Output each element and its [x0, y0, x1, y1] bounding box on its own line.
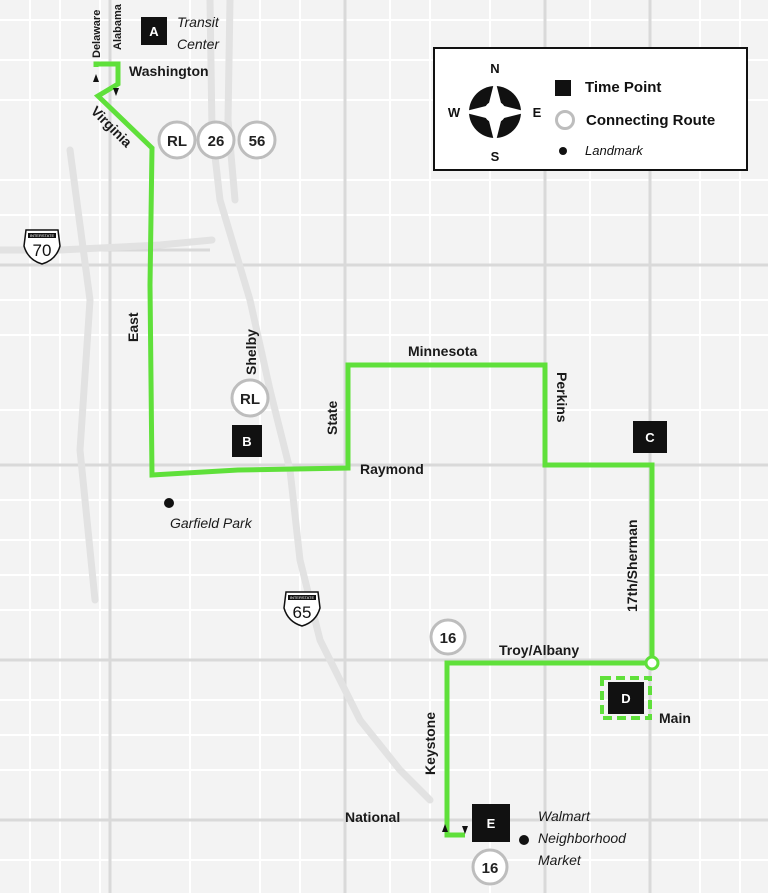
landmark-garfield-park: Garfield Park	[164, 498, 253, 531]
svg-text:W: W	[448, 105, 461, 120]
connecting-route-16-walmart: 16	[471, 848, 509, 886]
svg-text:Neighborhood: Neighborhood	[538, 830, 627, 846]
street-label-minnesota: Minnesota	[408, 343, 477, 359]
svg-text:S: S	[491, 149, 500, 164]
legend-time-point: Time Point	[555, 79, 661, 96]
svg-text:INTERSTATE: INTERSTATE	[30, 233, 55, 238]
time-point-a: A	[141, 17, 167, 45]
svg-text:B: B	[242, 434, 251, 449]
svg-text:Center: Center	[177, 36, 220, 52]
interstate-65-shield: INTERSTATE 65	[283, 591, 321, 627]
interstate-70-shield: INTERSTATE 70	[23, 229, 61, 265]
street-label-east: East	[125, 312, 141, 342]
landmark-transit-center: Transit Center	[177, 14, 220, 52]
street-label-washington: Washington	[129, 63, 209, 79]
legend-landmark: Landmark	[555, 143, 643, 158]
svg-text:Walmart: Walmart	[538, 808, 591, 824]
street-label-perkins: Perkins	[554, 372, 570, 423]
svg-text:RL: RL	[167, 133, 187, 150]
street-label-sherman: 17th/Sherman	[624, 519, 640, 612]
svg-text:E: E	[487, 816, 496, 831]
connecting-route-rl-shelby: RL	[230, 378, 270, 418]
landmark-swatch	[559, 146, 567, 155]
time-point-d: D	[608, 682, 644, 714]
route-direction-arrows	[93, 74, 468, 834]
svg-text:Garfield Park: Garfield Park	[170, 515, 253, 531]
svg-text:16: 16	[482, 860, 499, 877]
route-terminal-d	[600, 655, 660, 720]
legend-time-point-label: Time Point	[585, 79, 662, 96]
time-point-c: C	[633, 421, 667, 453]
street-label-troy-albany: Troy/Albany	[499, 642, 579, 658]
svg-text:56: 56	[249, 133, 266, 150]
time-point-b: B	[232, 425, 262, 457]
legend-connecting-route: Connecting Route	[555, 110, 715, 130]
svg-text:N: N	[490, 61, 499, 76]
svg-text:C: C	[645, 430, 655, 445]
connecting-route-56: 56	[237, 120, 277, 160]
street-label-shelby: Shelby	[243, 329, 259, 375]
connecting-route-swatch	[555, 110, 575, 130]
legend-connecting-route-label: Connecting Route	[586, 111, 716, 129]
svg-text:Market: Market	[538, 852, 582, 868]
svg-text:65: 65	[293, 603, 312, 622]
svg-text:E: E	[533, 105, 542, 120]
compass-rose-icon: N S W E	[448, 61, 542, 164]
street-label-national: National	[345, 809, 400, 825]
street-label-delaware: Delaware	[91, 10, 103, 58]
street-label-state: State	[324, 401, 340, 435]
street-label-main: Main	[659, 710, 691, 726]
svg-text:70: 70	[33, 241, 52, 260]
svg-text:26: 26	[208, 133, 225, 150]
street-label-alabama: Alabama	[112, 3, 124, 50]
svg-text:INTERSTATE: INTERSTATE	[290, 595, 315, 600]
svg-text:RL: RL	[240, 391, 260, 408]
svg-text:D: D	[621, 691, 630, 706]
street-label-raymond: Raymond	[360, 461, 424, 477]
time-point-e: E	[472, 804, 510, 842]
connecting-route-16-troy: 16	[429, 618, 467, 656]
legend-landmark-label: Landmark	[585, 143, 643, 158]
connecting-route-26: 26	[196, 120, 236, 160]
map-legend: N S W E Time Point Connecting Route Land…	[433, 47, 748, 171]
route-line	[93, 61, 655, 838]
connecting-route-rl-top: RL	[157, 120, 197, 160]
street-label-keystone: Keystone	[422, 712, 438, 775]
time-point-swatch	[555, 79, 571, 96]
svg-text:A: A	[149, 24, 159, 39]
svg-text:Transit: Transit	[177, 14, 220, 30]
svg-text:16: 16	[440, 630, 457, 647]
interstate-highways	[0, 0, 434, 804]
landmark-walmart-market: Walmart Neighborhood Market	[519, 808, 627, 868]
